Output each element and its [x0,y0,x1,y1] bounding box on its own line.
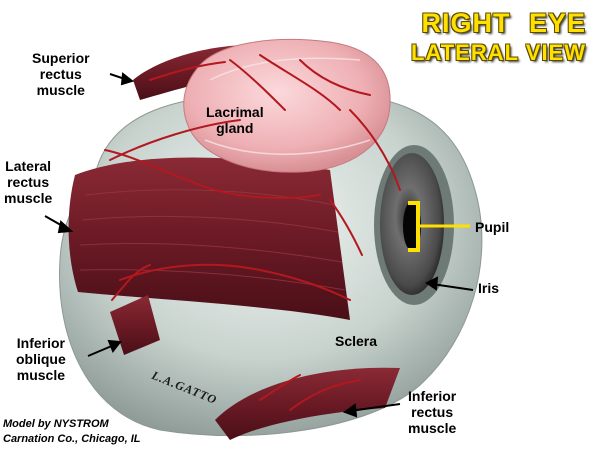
label-sclera: Sclera [335,333,378,349]
label-lacrimal-gland: Lacrimal gland [206,104,264,136]
label-inferior-oblique: Inferior oblique muscle [16,335,66,383]
title-lateral-view: LATERAL VIEW [411,40,586,65]
label-inferior-rectus: Inferior rectus muscle [408,388,457,436]
label-pupil: Pupil [475,219,510,235]
label-superior-rectus: Superior rectus muscle [32,50,90,98]
label-lateral-rectus: Lateral rectus muscle [4,158,53,206]
blood-vessels [104,54,401,411]
title-right-eye: RIGHT EYE [421,8,586,38]
inferior-rectus-muscle [215,367,400,440]
credit-line-1: Model by NYSTROM [3,418,109,430]
inferior-oblique-muscle [110,295,160,355]
credit-line-2: Carnation Co., Chicago, IL [3,433,141,445]
label-arrows [44,72,474,418]
label-iris: Iris [478,280,500,296]
pupil [403,201,470,252]
